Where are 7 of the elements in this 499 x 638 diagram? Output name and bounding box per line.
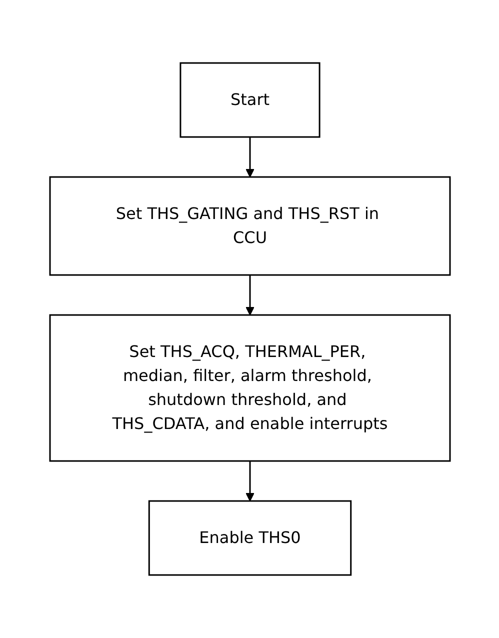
arrow bbox=[245, 275, 254, 316]
node-box: Set THS_ACQ, THERMAL_PER, median, filter, alarm threshold, shutdown threshold, and THS_CDATA, and enable interrupts bbox=[48, 314, 450, 462]
node-box: Enable THS0 bbox=[148, 500, 352, 576]
arrow bbox=[245, 137, 254, 178]
node-box: Set THS_GATING and THS_RST in CCU bbox=[48, 176, 450, 276]
node-box: Start bbox=[179, 62, 320, 138]
arrow bbox=[245, 461, 254, 502]
